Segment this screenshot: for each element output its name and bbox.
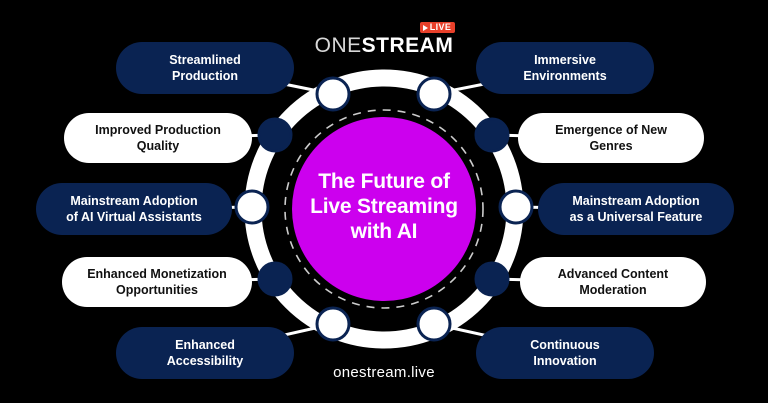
label-pill-left-2[interactable]: Improved Production Quality [64, 113, 252, 163]
label-pill-left-5[interactable]: Enhanced Accessibility [116, 327, 294, 379]
label-pill-right-1[interactable]: Immersive Environments [476, 42, 654, 94]
label-pill-right-4[interactable]: Advanced Content Moderation [520, 257, 706, 307]
node-right-1[interactable] [416, 76, 452, 112]
node-right-2[interactable] [474, 117, 510, 153]
node-left-3[interactable] [234, 189, 270, 225]
node-left-2[interactable] [257, 117, 293, 153]
label-pill-left-4[interactable]: Enhanced Monetization Opportunities [62, 257, 252, 307]
ring-nodes [234, 76, 534, 342]
label-pill-right-3[interactable]: Mainstream Adoption as a Universal Featu… [538, 183, 734, 235]
label-pill-right-5[interactable]: Continuous Innovation [476, 327, 654, 379]
node-right-4[interactable] [474, 261, 510, 297]
node-right-5[interactable] [416, 306, 452, 342]
node-left-5[interactable] [315, 306, 351, 342]
label-pill-left-1[interactable]: Streamlined Production [116, 42, 294, 94]
node-left-4[interactable] [257, 261, 293, 297]
dashed-ring [284, 109, 484, 309]
label-pill-right-2[interactable]: Emergence of New Genres [518, 113, 704, 163]
label-pill-left-3[interactable]: Mainstream Adoption of AI Virtual Assist… [36, 183, 232, 235]
center-circle [292, 117, 476, 301]
footer-website: onestream.live [333, 364, 435, 381]
node-left-1[interactable] [315, 76, 351, 112]
node-right-3[interactable] [498, 189, 534, 225]
